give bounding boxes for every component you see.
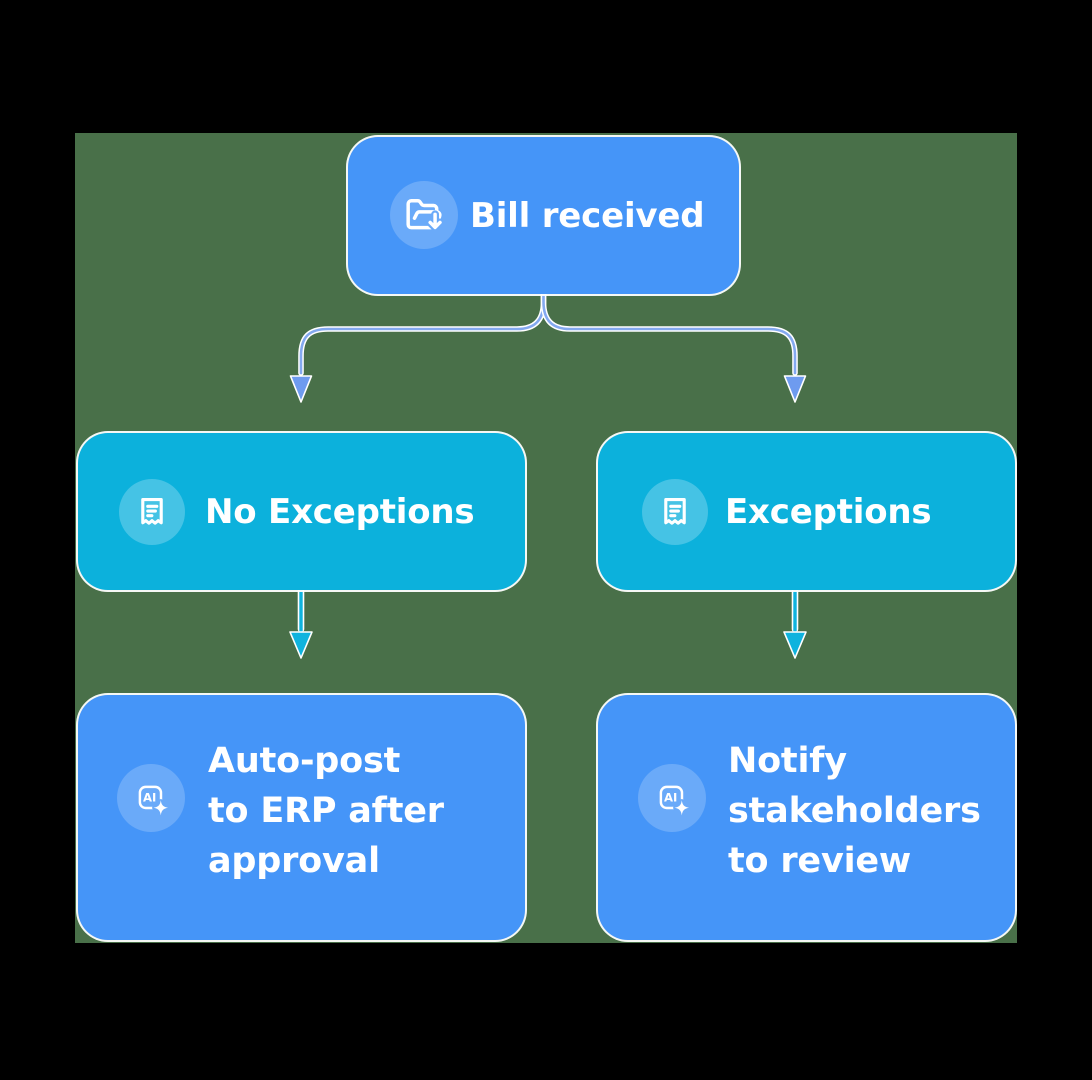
node-label: Bill received xyxy=(470,195,705,236)
receipt-icon xyxy=(642,479,708,545)
ai-sparkle-glyph: AI xyxy=(659,785,691,817)
node-label: Auto-post to ERP after approval xyxy=(208,741,444,881)
receipt-glyph xyxy=(141,497,163,525)
node-label: No Exceptions xyxy=(205,491,475,532)
node-label: Exceptions xyxy=(725,491,932,532)
receipt-glyph xyxy=(664,497,686,525)
node-notify-stakeholders: AI Notify stakeholders to review xyxy=(598,695,1015,940)
folder-download-icon xyxy=(390,181,458,249)
svg-text:AI: AI xyxy=(143,791,156,805)
folder-download-glyph xyxy=(406,199,443,232)
node-label: Notify stakeholders to review xyxy=(728,741,981,881)
ai-sparkle-icon: AI xyxy=(117,764,185,832)
node-bill-received: Bill received xyxy=(348,137,739,294)
node-auto-post-to-erp: AI Auto-post to ERP after approval xyxy=(78,695,525,940)
svg-text:AI: AI xyxy=(664,791,677,805)
node-exceptions: Exceptions xyxy=(598,433,1015,590)
ai-sparkle-icon: AI xyxy=(638,764,706,832)
node-no-exceptions: No Exceptions xyxy=(78,433,525,590)
ai-sparkle-glyph: AI xyxy=(138,785,170,817)
receipt-icon xyxy=(119,479,185,545)
